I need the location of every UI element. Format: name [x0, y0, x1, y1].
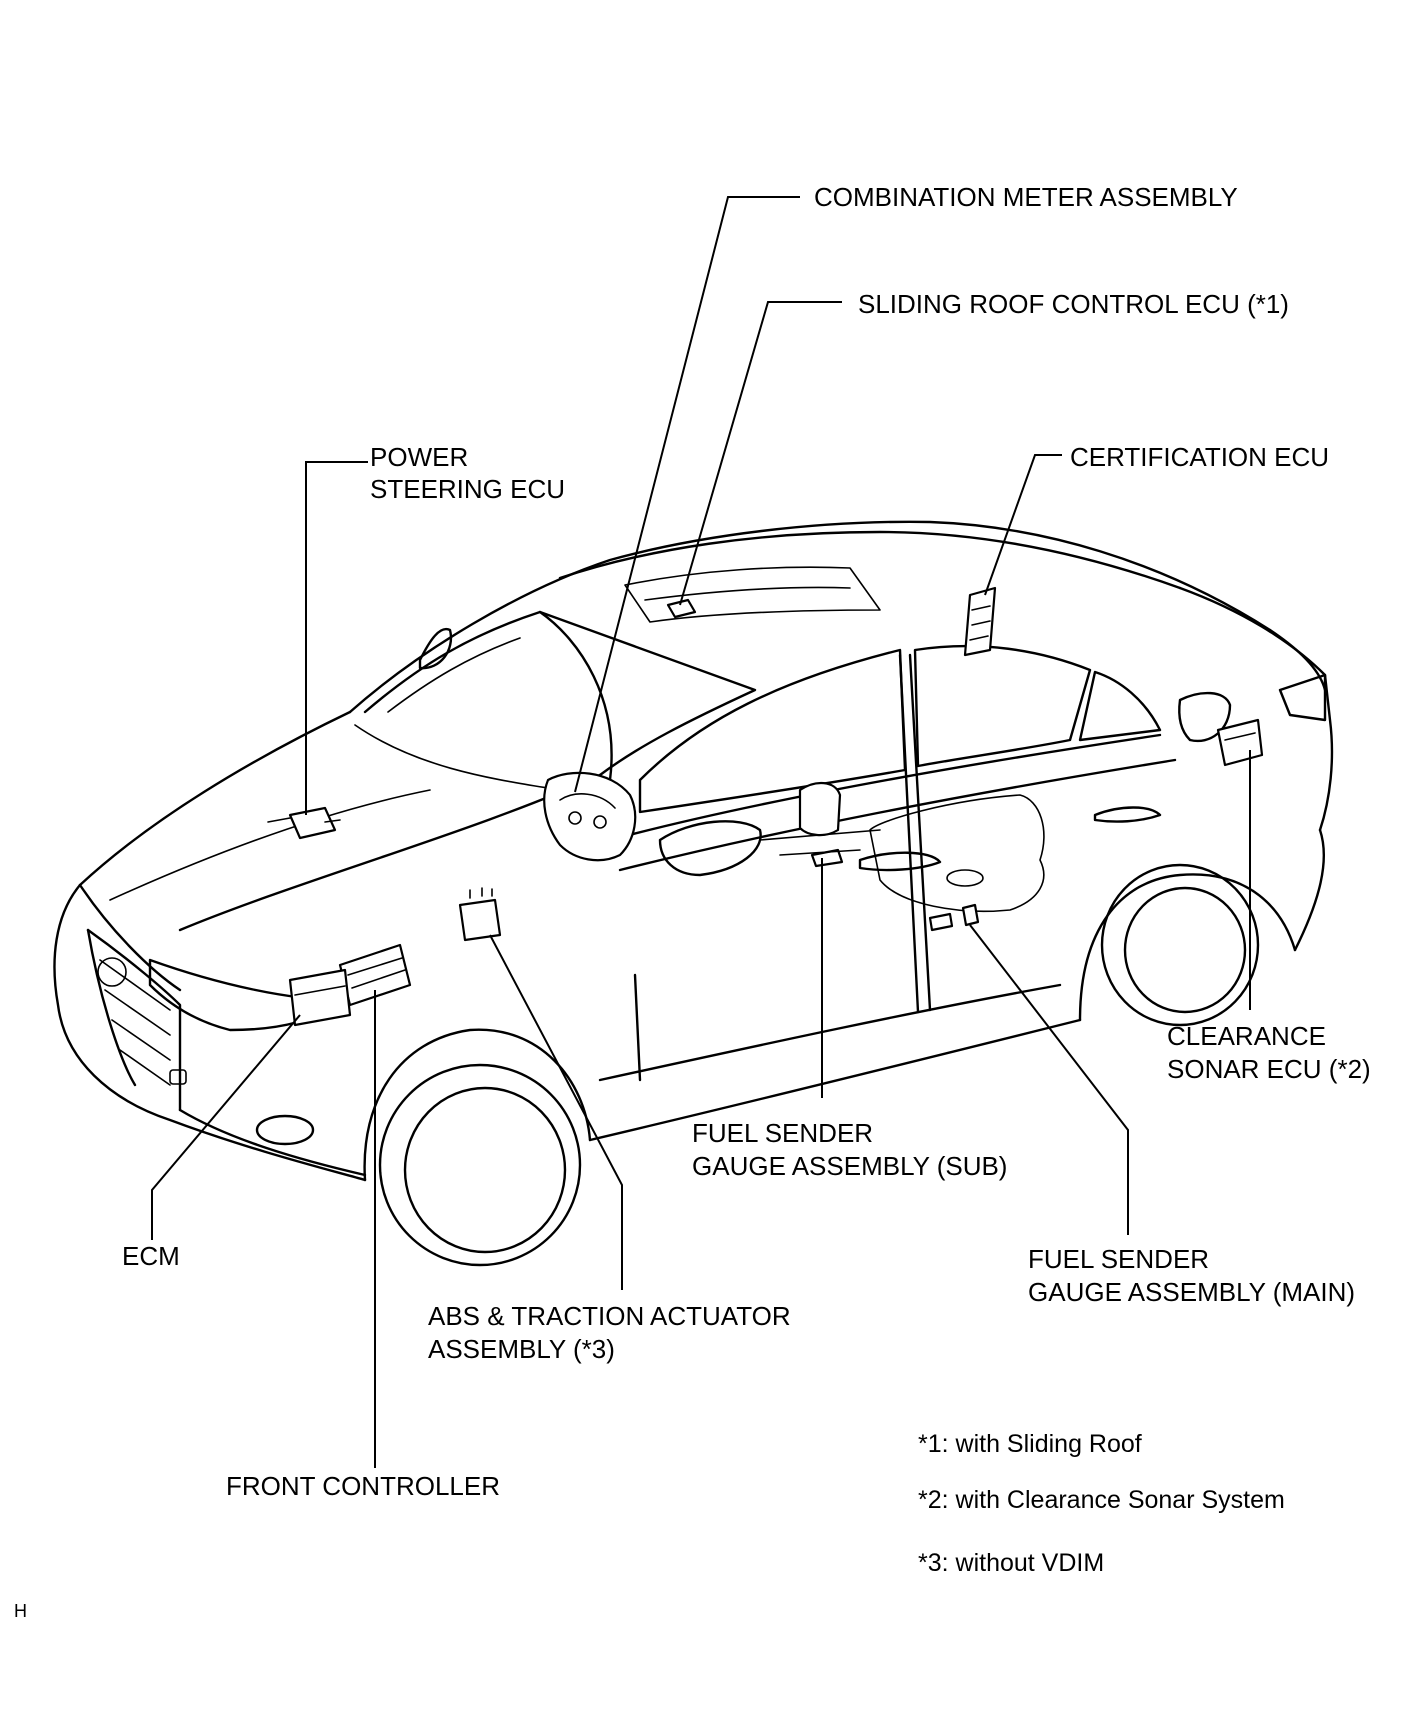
- label-power-steering-ecu-line1: POWER: [370, 442, 468, 472]
- label-fuel-sender-sub-line1: FUEL SENDER: [692, 1118, 873, 1148]
- labels: COMBINATION METER ASSEMBLY SLIDING ROOF …: [122, 182, 1371, 1501]
- certification-ecu-part: [963, 586, 997, 657]
- label-combination-meter: COMBINATION METER ASSEMBLY: [814, 182, 1238, 212]
- fuel-sender-main-part: [928, 869, 984, 932]
- leader-lines: [151, 196, 1251, 1468]
- label-sliding-roof-ecu: SLIDING ROOF CONTROL ECU (*1): [858, 289, 1289, 319]
- label-ecm: ECM: [122, 1241, 180, 1271]
- footnote-3: *3: without VDIM: [918, 1549, 1104, 1577]
- rear-wheel: [1100, 863, 1260, 1027]
- fog-light: [255, 1114, 315, 1146]
- side-mirror: [658, 820, 762, 877]
- label-fuel-sender-main-line2: GAUGE ASSEMBLY (MAIN): [1028, 1277, 1355, 1307]
- label-front-controller: FRONT CONTROLLER: [226, 1471, 500, 1501]
- corner-mark: H: [14, 1601, 27, 1621]
- fuel-door: [1178, 691, 1232, 743]
- label-clearance-sonar-ecu-line2: SONAR ECU (*2): [1167, 1054, 1371, 1084]
- combination-meter-part: [543, 771, 637, 862]
- label-abs-actuator-line1: ABS & TRACTION ACTUATOR: [428, 1301, 791, 1331]
- fuel-tank: [869, 794, 1045, 913]
- label-fuel-sender-main-line1: FUEL SENDER: [1028, 1244, 1209, 1274]
- sunroof-outline: [624, 566, 881, 623]
- front-wheel: [378, 1063, 582, 1267]
- footnote-1: *1: with Sliding Roof: [918, 1430, 1142, 1458]
- abs-actuator-part: [458, 887, 502, 942]
- label-fuel-sender-sub-line2: GAUGE ASSEMBLY (SUB): [692, 1151, 1007, 1181]
- label-clearance-sonar-ecu-line1: CLEARANCE: [1167, 1021, 1326, 1051]
- taillight: [1278, 673, 1327, 722]
- label-power-steering-ecu-line2: STEERING ECU: [370, 474, 565, 504]
- ecm-part: [288, 968, 352, 1027]
- label-abs-actuator-line2: ASSEMBLY (*3): [428, 1334, 615, 1364]
- car-outline: [53, 520, 1334, 1267]
- power-steering-ecu-part: [267, 806, 341, 840]
- fuel-sender-sub-part: [759, 782, 881, 868]
- footnotes: *1: with Sliding Roof *2: with Clearance…: [918, 1430, 1285, 1577]
- label-certification-ecu: CERTIFICATION ECU: [1070, 442, 1329, 472]
- footnote-2: *2: with Clearance Sonar System: [918, 1486, 1285, 1514]
- emblem: [97, 957, 127, 987]
